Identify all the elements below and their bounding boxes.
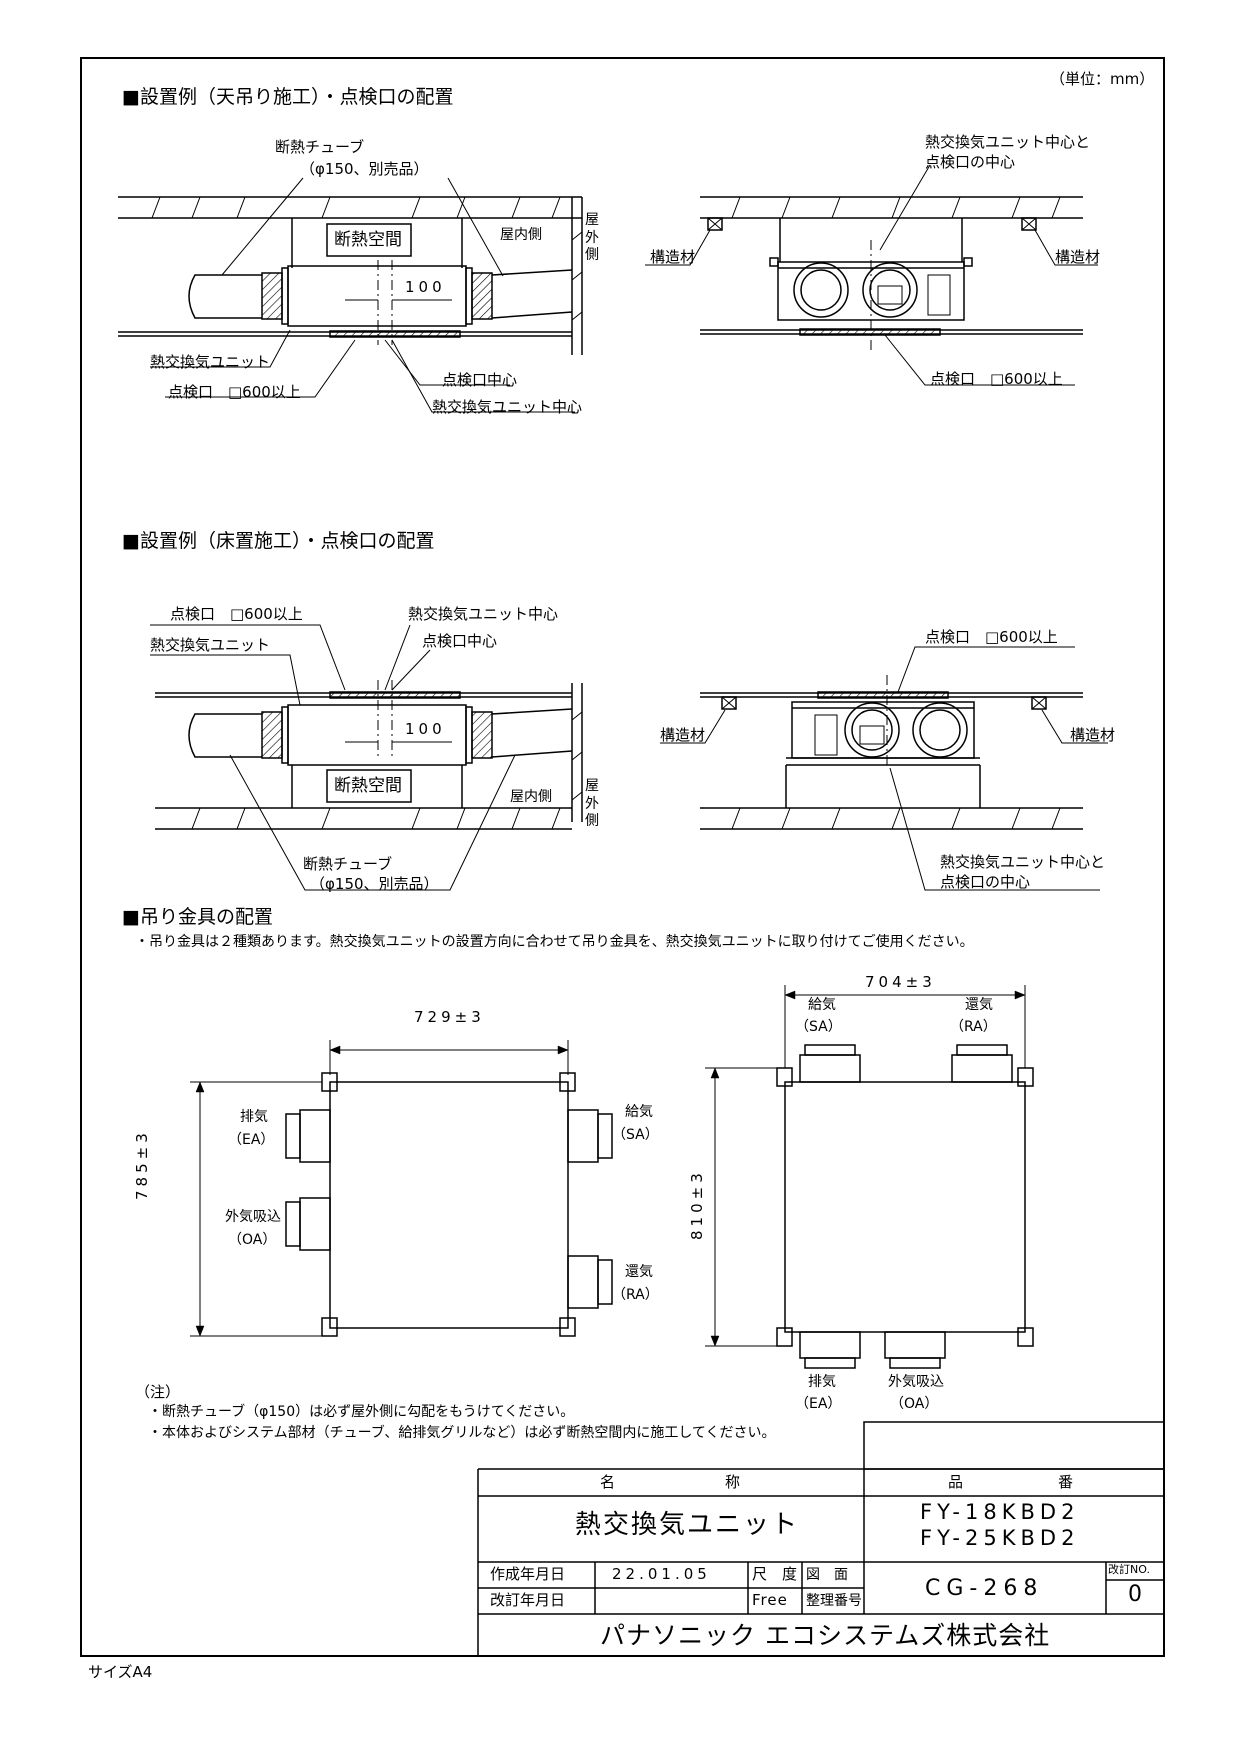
s3r-oa-code: （OA） (890, 1396, 939, 1412)
s3l-sa-code: （SA） (612, 1127, 659, 1143)
s3r-ea-code: （EA） (795, 1396, 842, 1412)
s2-dim-100: 100 (405, 720, 446, 738)
bracket-layout-right (705, 985, 1034, 1369)
tb-product-name: 熱交換気ユニット (575, 1510, 800, 1540)
s3l-dim-width: 729±3 (414, 1008, 485, 1026)
section3-note: ・吊り金具は２種類あります。熱交換気ユニットの設置方向に合わせて吊り金具を、熱交… (135, 934, 974, 950)
s3r-ea-name: 排気 (808, 1374, 836, 1390)
s1-hatch-label: 点検口 □600以上 (168, 383, 301, 401)
s3r-sa-name: 給気 (808, 997, 836, 1013)
s3l-oa-code: （OA） (228, 1232, 277, 1248)
s1r-hatch-label: 点検口 □600以上 (930, 370, 1063, 388)
s1-unit-label: 熱交換気ユニット (150, 353, 271, 371)
s1r-struct-left: 構造材 (650, 248, 696, 266)
s3r-oa-name: 外気吸込 (888, 1374, 944, 1390)
s2r-struct-left: 構造材 (660, 726, 706, 744)
tb-name-h1: 名 (600, 1473, 616, 1491)
s1-indoor-label: 屋内側 (500, 227, 542, 243)
s2-outdoor-label: 屋外側 (585, 778, 599, 829)
s1r-center-line2: 点検口の中心 (925, 153, 1016, 171)
s3r-dim-width: 704±3 (865, 973, 936, 991)
s2r-struct-right: 構造材 (1070, 726, 1116, 744)
s2-indoor-label: 屋内側 (510, 789, 552, 805)
tb-part-number-1: FY-18KBD2 (920, 1500, 1080, 1524)
ceiling-install-side-view (118, 177, 583, 413)
title-block-lines (477, 1421, 1165, 1656)
section3-heading: ■吊り金具の配置 (122, 906, 273, 928)
floor-install-front-view (660, 646, 1108, 891)
tb-drawing-number: CG-268 (925, 1576, 1044, 1601)
bracket-layout-left (190, 1040, 613, 1337)
s2-hatch-center: 点検口中心 (422, 632, 498, 650)
tb-rev-label: 改訂NO. (1108, 1563, 1150, 1576)
s2-hatch-label: 点検口 □600以上 (170, 605, 303, 623)
notes-line1: ・断熱チューブ（φ150）は必ず屋外側に勾配をもうけてください。 (148, 1404, 575, 1420)
s1-tube-spec: （φ150、別売品） (300, 160, 429, 178)
s3r-dim-height: 810±3 (688, 1169, 706, 1240)
tb-part-h2: 番 (1058, 1473, 1074, 1491)
tb-part-h1: 品 (948, 1473, 964, 1491)
notes-title: （注） (135, 1383, 181, 1401)
tb-created-label: 作成年月日 (490, 1565, 566, 1583)
s1-hatch-center: 点検口中心 (442, 371, 518, 389)
s3l-oa-name: 外気吸込 (225, 1209, 281, 1225)
tb-rev-number: 0 (1128, 1582, 1142, 1607)
tb-revised-label: 改訂年月日 (490, 1591, 566, 1609)
s3l-ea-name: 排気 (240, 1109, 268, 1125)
s1-tube-label: 断熱チューブ (275, 138, 365, 156)
tb-name-h2: 称 (725, 1473, 741, 1491)
s3l-ea-code: （EA） (228, 1132, 275, 1148)
s1-space-label: 断熱空間 (334, 230, 402, 250)
tb-company: パナソニック エコシステムズ株式会社 (600, 1621, 1051, 1650)
s3r-ra-code: （RA） (950, 1019, 997, 1035)
section1-heading: ■設置例（天吊り施工）・点検口の配置 (122, 86, 454, 108)
tb-created-value: 22.01.05 (612, 1565, 711, 1583)
section2-heading: ■設置例（床置施工）・点検口の配置 (122, 530, 435, 552)
s1-unit-center: 熱交換気ユニット中心 (432, 398, 583, 416)
s2-space-label: 断熱空間 (334, 776, 402, 796)
s2-tube-label: 断熱チューブ (303, 855, 393, 873)
tb-part-number-2: FY-25KBD2 (920, 1526, 1080, 1550)
s3r-ra-name: 還気 (965, 997, 993, 1013)
floor-install-side-view (150, 624, 583, 891)
s3l-dim-height: 785±3 (133, 1129, 151, 1200)
ceiling-install-front-view (645, 164, 1098, 386)
s1r-center-line1: 熱交換気ユニット中心と (925, 133, 1091, 151)
tb-scale-label: 尺 度 (752, 1565, 798, 1583)
tb-drawing-label-1: 図 面 (806, 1567, 848, 1583)
unit-note: （単位：mm） (1050, 70, 1155, 88)
s1-dim-100: 100 (405, 278, 446, 296)
s1r-struct-right: 構造材 (1055, 248, 1101, 266)
s3l-ra-name: 還気 (625, 1264, 653, 1280)
notes-line2: ・本体およびシステム部材（チューブ、給排気グリルなど）は必ず断熱空間内に施工して… (148, 1425, 776, 1441)
s2r-center-line1: 熱交換気ユニット中心と (940, 853, 1106, 871)
s1-outdoor-label: 屋外側 (585, 212, 599, 263)
s3r-sa-code: （SA） (795, 1019, 842, 1035)
s3l-ra-code: （RA） (612, 1287, 659, 1303)
tb-scale-value: Free (752, 1591, 788, 1609)
drawing-frame (80, 57, 1165, 1657)
s2r-hatch-label: 点検口 □600以上 (925, 628, 1058, 646)
s2-unit-label: 熱交換気ユニット (150, 636, 271, 654)
tb-drawing-label-2: 整理番号 (806, 1593, 862, 1609)
s2-tube-spec: （φ150、別売品） (310, 875, 439, 893)
paper-size: サイズA4 (88, 1663, 153, 1681)
s2-unit-center: 熱交換気ユニット中心 (408, 605, 559, 623)
s2r-center-line2: 点検口の中心 (940, 873, 1031, 891)
s3l-sa-name: 給気 (625, 1104, 653, 1120)
